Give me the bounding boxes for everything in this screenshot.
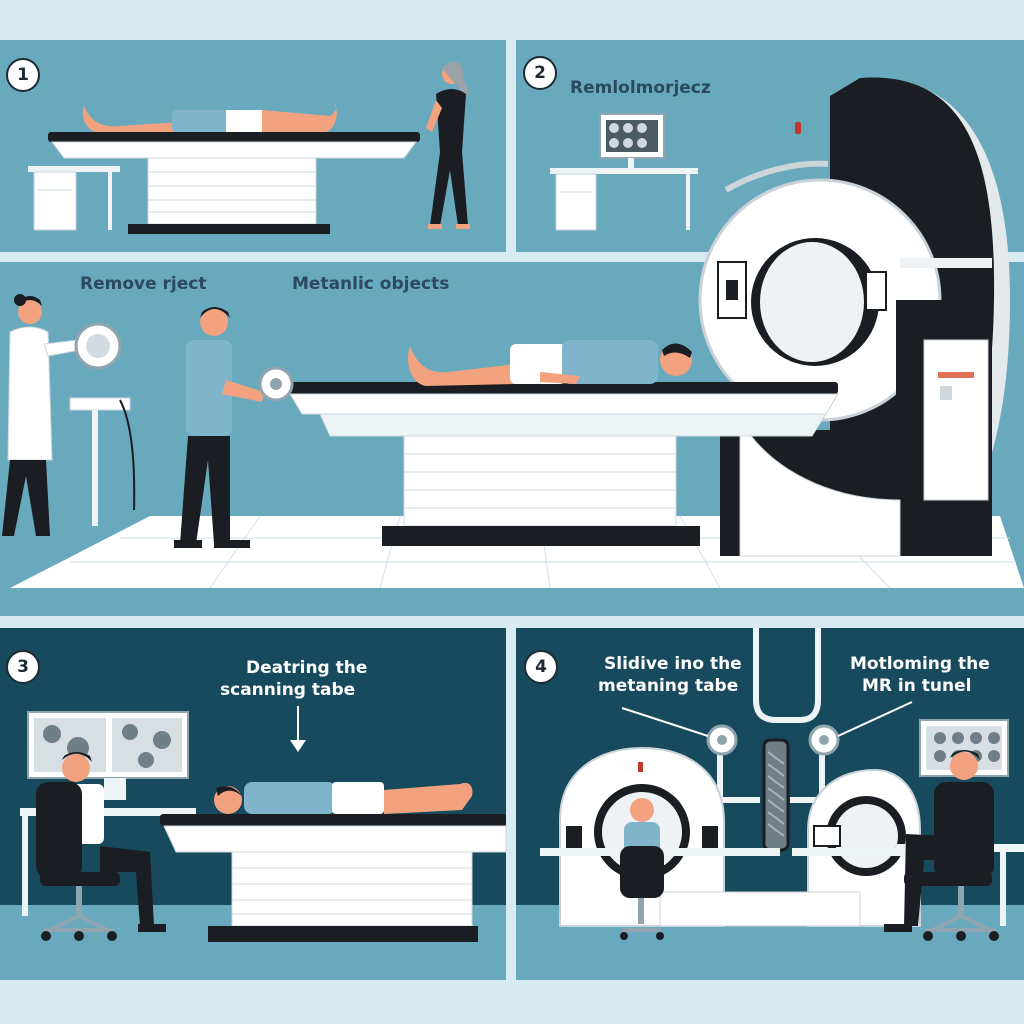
doctor-figure: [2, 294, 136, 536]
mri-scanner-icon: [792, 768, 922, 927]
step-1-number: 1: [6, 58, 40, 92]
monitor-icon: [599, 113, 665, 168]
panel-4-scene: [540, 628, 1024, 941]
middle-scene: [2, 294, 839, 548]
step-4-label-a-line2: metaning tabe: [598, 676, 739, 696]
nurse-figure: [426, 61, 470, 229]
step-2-number: 2: [523, 56, 557, 90]
middle-label-right: Metanlic objects: [292, 274, 450, 294]
panel-1-scene: [28, 61, 470, 234]
office-chair-icon: [904, 782, 999, 941]
office-chair-icon: [620, 846, 664, 940]
patient-figure: [214, 782, 473, 814]
step-2-label: Remlolmorjecz: [570, 78, 711, 98]
step-4-label-b-line1: Motloming the: [850, 654, 990, 674]
monitor-icon: [27, 711, 189, 800]
desk-icon: [28, 166, 120, 231]
office-chair-icon: [36, 782, 120, 941]
scanning-table-icon: [160, 814, 507, 942]
step-4-number: 4: [524, 650, 558, 684]
step-3-number: 3: [6, 650, 40, 684]
step-4-label-b-line2: MR in tunel: [862, 676, 972, 696]
desk-icon: [550, 168, 698, 231]
arrow-down-icon: [290, 706, 306, 752]
step-3-label-line2: scanning tabe: [220, 680, 356, 700]
panel-3-scene: [20, 706, 507, 942]
step-3-label-line1: Deatring the: [246, 658, 368, 678]
panel-2-scene: [550, 113, 698, 231]
middle-label-left: Remove rject: [80, 274, 207, 294]
technician-figure: [174, 307, 294, 548]
desk-icon: [20, 808, 196, 916]
patient-figure: [407, 340, 692, 386]
scanning-table-icon: [289, 382, 839, 546]
mri-scanner-icon: [698, 77, 1010, 557]
patient-figure: [82, 104, 337, 132]
step-4-label-a-line1: Slidive ino the: [604, 654, 742, 674]
scanning-table-icon: [48, 132, 420, 234]
